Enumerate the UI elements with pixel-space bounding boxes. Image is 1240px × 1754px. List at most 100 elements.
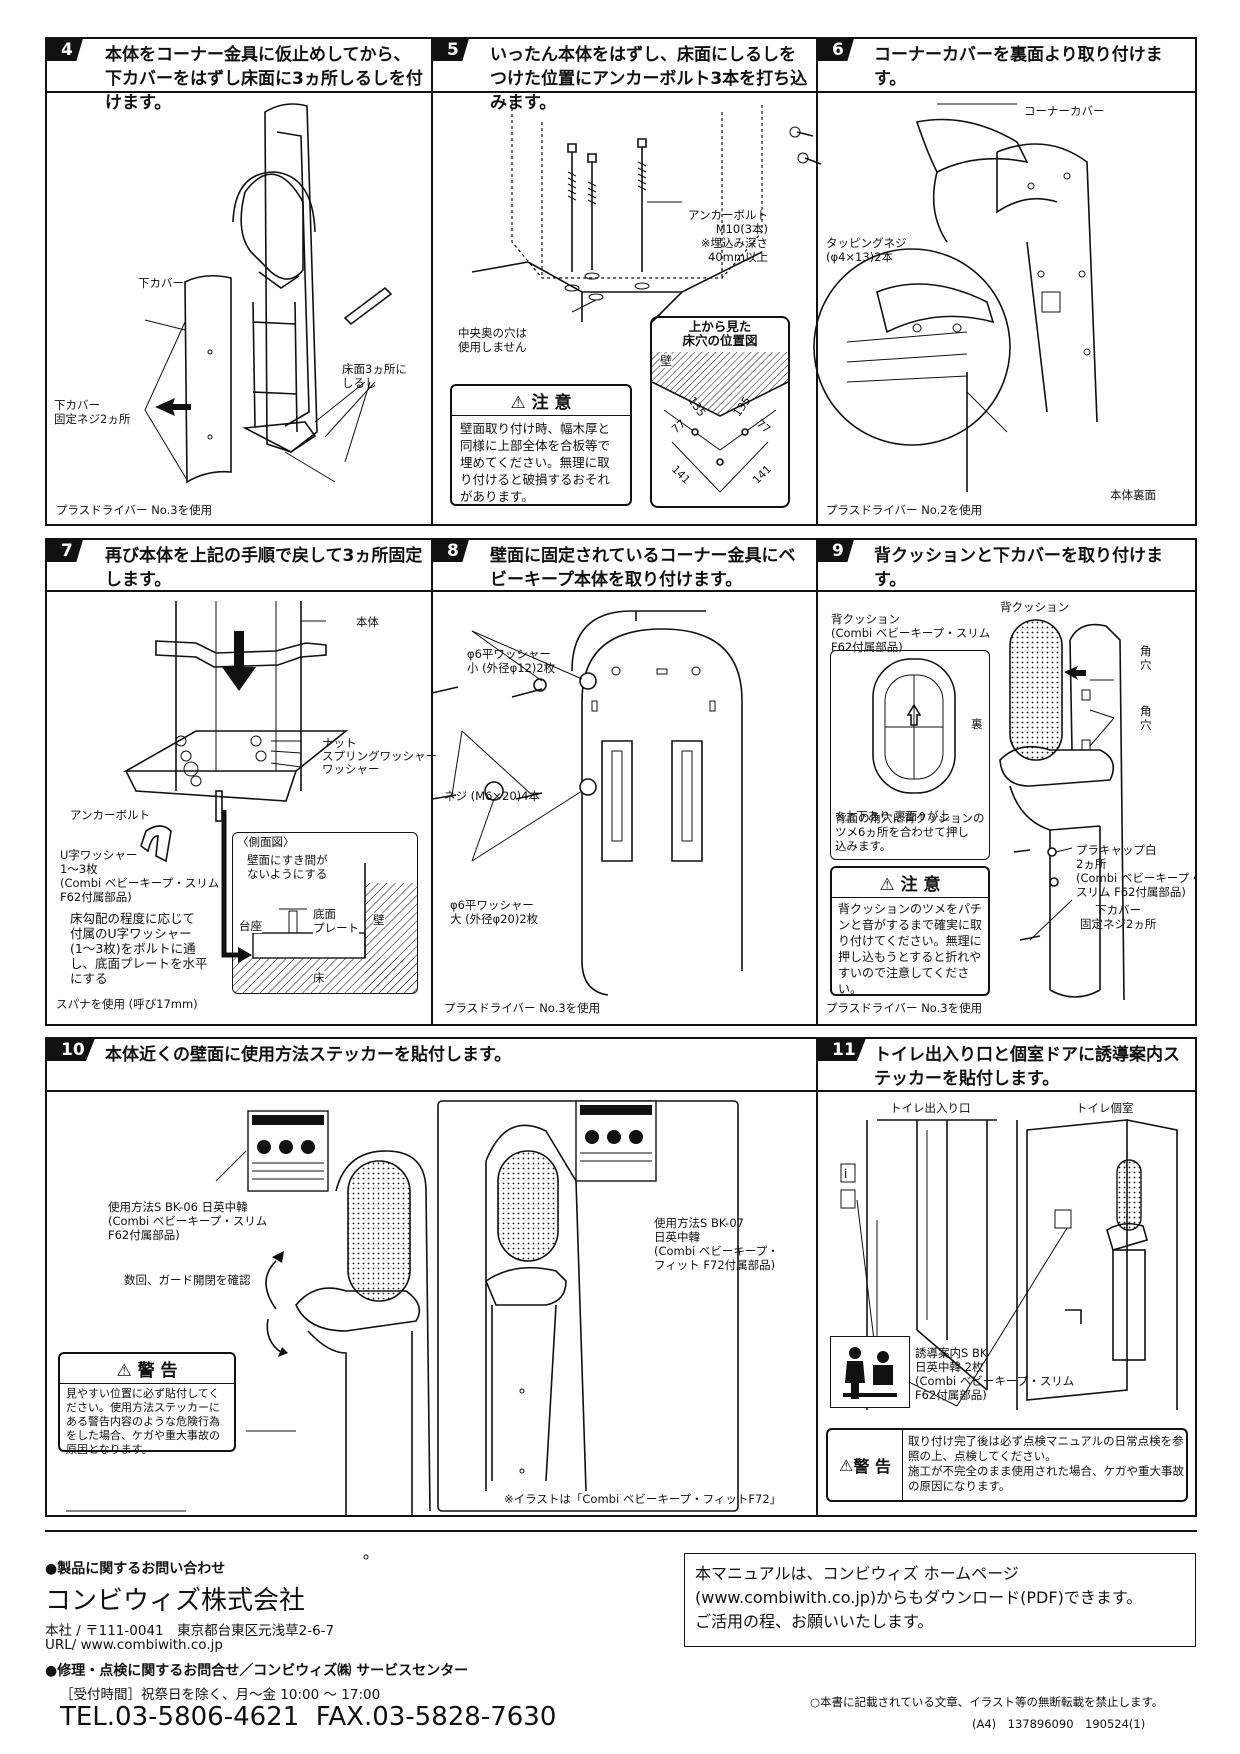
step-6-illustration xyxy=(789,103,1098,492)
row3-header-divider xyxy=(45,1090,1197,1092)
step-8-illustration xyxy=(431,610,743,996)
step-10-check-label: 数回、ガード開閉を確認 xyxy=(124,1273,251,1287)
step-9-cushion-drawing xyxy=(872,658,956,794)
footer-code: (A4) 137896090 190524(1) xyxy=(972,1717,1146,1731)
step-5-caution-body: 壁面取り付け時、幅木厚と同様に上部全体を合板等で埋めてください。無理に取り付ける… xyxy=(460,421,611,504)
step-5-anchor-label: アンカーボルト M10(3本) ※埋込み深さ 40mm以上 xyxy=(688,208,769,264)
footer-divider xyxy=(45,1530,1197,1532)
footer-download-box: 本マニュアルは、コンビウィズ ホームページ (www.combiwith.co.… xyxy=(684,1553,1196,1647)
step-4-illustration xyxy=(144,103,393,484)
step-5-title: いったん本体をはずし、床面にしるしをつけた位置にアンカーボルト3本を打ち込みます… xyxy=(490,45,808,113)
row1-frame xyxy=(45,37,1197,526)
step-7-uwasher-label: U字ワッシャー 1～3枚 (Combi ベビーキープ・スリム F62付属部品) xyxy=(60,848,220,904)
step-9-cushion-top-label: 背クッション xyxy=(1000,600,1069,614)
row3-divider xyxy=(816,1037,818,1517)
step-9-updown-text: ※上下あり 裏面 xyxy=(835,809,918,823)
step-11-number: 11 xyxy=(818,1039,866,1061)
step-4-number: 4 xyxy=(47,39,83,61)
step-7-side-view: 〈側面図〉 壁面にすき間が ないようにする 台座 底面 プレート 壁 床 xyxy=(232,832,418,994)
step-7-spanner-label: スパナを使用 (呼び17mm) xyxy=(56,997,198,1011)
step-7-number: 7 xyxy=(47,540,83,562)
step-5-diagram-title: 上から見た 床穴の位置図 xyxy=(682,319,758,348)
step-5-hole-diagram: 上から見た 床穴の位置図 壁 135 135 77 77 141 141 xyxy=(650,316,790,508)
step-10-warning-body: 見やすい位置に必ず貼付してください。使用方法ステッカーにある警告内容のような危険… xyxy=(66,1387,220,1456)
footer-download-text: 本マニュアルは、コンビウィズ ホームページ (www.combiwith.co.… xyxy=(695,1564,1143,1631)
step-11-room-label: トイレ個室 xyxy=(1076,1101,1134,1115)
step-8-title: 壁面に固定されているコーナー金具にベビーキープ本体を取り付けます。 xyxy=(490,546,796,590)
step-9-caution-title: 注 意 xyxy=(900,875,941,895)
step-5-illustration xyxy=(471,102,763,323)
step-9-title: 背クッションと下カバーを取り付けます。 xyxy=(874,546,1163,590)
step-7-floor-label: 床 xyxy=(313,971,325,985)
svg-text:i: i xyxy=(844,1167,847,1181)
step-11-warning-body: 取り付け完了後は必ず点検マニュアルの日常点検を参照の上、点検してください。 施工… xyxy=(908,1434,1184,1493)
step-9-ura-label: 裏 xyxy=(971,717,983,731)
step-7-body-label: 本体 xyxy=(356,615,379,629)
row1-header-divider xyxy=(45,91,1197,93)
step-7-illustration xyxy=(122,601,349,863)
step-11-warning-title: 警 告 xyxy=(853,1457,891,1476)
step-11-guide-label: 誘導案内S BK 日英中韓 2枚 (Combi ベビーキープ・スリム F62付属… xyxy=(915,1346,1075,1402)
step-9-illustration xyxy=(999,619,1125,1001)
step-11-entrance-label: トイレ出入り口 xyxy=(890,1101,971,1115)
step-7-gap-label: 壁面にすき間が ないようにする xyxy=(247,853,328,881)
step-7-base-label: 台座 xyxy=(239,919,262,933)
row1-divider-b xyxy=(816,37,818,526)
footer-tel: TEL.03-5806-4621 FAX.03-5828-7630 xyxy=(60,1702,557,1732)
step-9-press-label: 背面の角穴に背クッションの ツメ6ヵ所を合わせて押し 込みます。 xyxy=(835,811,985,853)
row1-divider-a xyxy=(431,37,433,526)
step-5-wall-label: 壁 xyxy=(660,354,673,368)
step-8-driver-label: プラスドライバー No.3を使用 xyxy=(444,1001,601,1015)
step-9-number: 9 xyxy=(818,540,854,562)
step-9-caution-box: ⚠ 注 意 背クッションのツメをパチンと音がするまで確実に取り付けてください。無… xyxy=(830,866,990,996)
footer-inquiry: ●製品に関するお問い合わせ xyxy=(45,1561,226,1577)
row2-frame xyxy=(45,538,1197,1026)
step-6-corner-cover-label: コーナーカバー xyxy=(1024,104,1105,118)
step-8-small-washer-label: φ6平ワッシャー 小 (外径φ12)2枚 xyxy=(467,647,556,675)
step-9-lower-label: 下カバー 固定ネジ2ヵ所 xyxy=(1080,903,1157,931)
step-11-guide-sign xyxy=(830,1336,910,1408)
step-5-caution-box: ⚠ 注 意 壁面取り付け時、幅木厚と同様に上部全体を合板等で埋めてください。無理… xyxy=(450,384,632,506)
step-7-anchor-label: アンカーボルト xyxy=(70,808,151,822)
step-5-caution-title: 注 意 xyxy=(531,393,572,413)
step-10-sticker1-label: 使用方法S BK-06 日英中韓 (Combi ベビーキープ・スリム F62付属… xyxy=(108,1200,268,1242)
step-10-illustration xyxy=(66,1100,739,1560)
step-9-ue-text: が上 xyxy=(926,809,950,823)
step-10-warning-box: ⚠ 警 告 見やすい位置に必ず貼付してください。使用方法ステッカーにある警告内容… xyxy=(58,1352,236,1456)
row2-divider-b xyxy=(816,538,818,1026)
step-4-lower-cover-label: 下カバー xyxy=(138,276,184,290)
step-9-caution-body: 背クッションのツメをパチンと音がするまで確実に取り付けてください。無理に押し込も… xyxy=(838,902,983,996)
step-7-spring-label: スプリングワッシャー xyxy=(322,749,437,763)
step-6-driver-label: プラスドライバー No.2を使用 xyxy=(826,503,983,517)
step-11-warning-box: ⚠警 告 取り付け完了後は必ず点検マニュアルの日常点検を参照の上、点検してくださ… xyxy=(826,1428,1188,1502)
step-10-note-label: ※イラストは「Combi ベビーキープ・フィットF72」 xyxy=(504,1492,782,1506)
step-11-title: トイレ出入り口と個室ドアに誘導案内ステッカーを貼付します。 xyxy=(874,1045,1180,1089)
baby-keep-guide-icon xyxy=(843,1347,897,1399)
step-8-large-washer-label: φ6平ワッシャー 大 (外径φ20)2枚 xyxy=(450,898,539,926)
step-7-note-label: 床勾配の程度に応じて 付属のU字ワッシャー (1～3枚)をボルトに通 し、底面プ… xyxy=(70,911,208,986)
step-10-title: 本体近くの壁面に使用方法ステッカーを貼付します。 xyxy=(105,1045,512,1065)
step-9-updown-label: ※上下あり 裏面⇧が上 xyxy=(835,795,950,823)
row3-frame xyxy=(45,1037,1197,1517)
step-7-washer-label: ワッシャー xyxy=(322,762,380,776)
step-8-number: 8 xyxy=(433,540,469,562)
footer-repair: ●修理・点検に関するお問合せ／コンビウィズ㈱ サービスセンター xyxy=(45,1663,469,1679)
footer-url: URL/ www.combiwith.co.jp xyxy=(45,1637,223,1653)
step-8-screw-label: ネジ (M6×20)4本 xyxy=(444,789,540,803)
step-11-illustration: i xyxy=(840,1119,1178,1410)
step-4-marks-label: 床面3ヵ所に しるし xyxy=(342,362,407,390)
step-4-title: 本体をコーナー金具に仮止めしてから、下カバーをはずし床面に3ヵ所しるしを付けます… xyxy=(105,45,423,113)
step-5-diagram-drawing xyxy=(651,352,789,493)
step-7-nut-label: ナット xyxy=(322,736,357,750)
step-9-cushion-panel: 裏 ※上下あり 裏面⇧が上 背面の角穴に背クッションの ツメ6ヵ所を合わせて押し… xyxy=(830,650,990,860)
step-5-number: 5 xyxy=(433,39,469,61)
warning-icon: ⚠ xyxy=(839,1455,854,1475)
row2-header-divider xyxy=(45,590,1197,592)
step-7-side-title: 〈側面図〉 xyxy=(237,835,295,849)
caution-icon: ⚠ xyxy=(510,393,526,413)
step-10-warning-title: 警 告 xyxy=(137,1361,178,1381)
step-7-title: 再び本体を上記の手順で戻して3ヵ所固定します。 xyxy=(105,546,423,590)
step-4-driver-label: プラスドライバー No.3を使用 xyxy=(56,503,213,517)
step-11-warning-head: ⚠警 告 xyxy=(828,1430,903,1500)
step-7-leader-arrow xyxy=(221,810,252,963)
